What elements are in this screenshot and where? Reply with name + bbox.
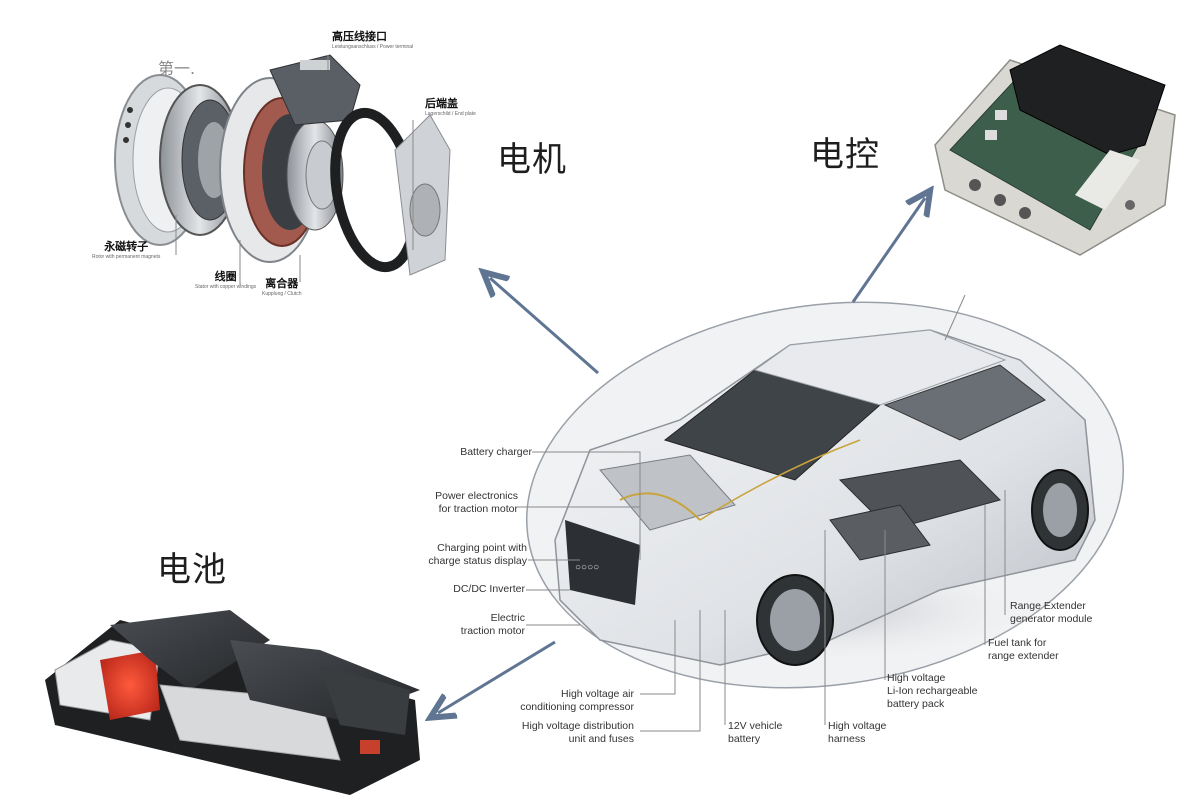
- label-line: High voltage: [828, 720, 887, 732]
- motor-part-rotor: 永磁转子 Rotor with permanent magnets: [92, 238, 160, 260]
- motor-part-cn: 高压线接口: [332, 30, 387, 43]
- label-line: Range Extender: [1010, 600, 1086, 612]
- car-label-traction-motor: Electric traction motor: [461, 612, 525, 638]
- label-line: High voltage distribution: [521, 720, 634, 732]
- label-line: harness: [828, 733, 866, 745]
- motor-part-en: Stator with copper windings: [195, 284, 257, 290]
- label-line: battery: [728, 733, 761, 745]
- motor-part-stator: 线圈 Stator with copper windings: [195, 268, 256, 290]
- car-label-ac-compressor: High voltage air conditioning compressor: [520, 688, 634, 714]
- motor-part-en: Rotor with permanent magnets: [92, 254, 161, 260]
- car-label-range-extender: Range Extender generator module: [1010, 600, 1092, 626]
- label-line: High voltage: [887, 672, 946, 684]
- label-line: Fuel tank for: [988, 637, 1047, 649]
- car-label-battery-charger: Battery charger: [460, 446, 532, 459]
- motor-part-cn: 后端盖: [425, 97, 458, 110]
- motor-part-en: Lagerschild / End plate: [425, 111, 476, 117]
- label-line: Charging point with: [437, 542, 527, 554]
- label-line: charge status display: [428, 555, 527, 567]
- label-line: for traction motor: [438, 503, 518, 515]
- label-line: generator module: [1010, 613, 1093, 625]
- car-label-hv-distribution: High voltage distribution unit and fuses: [522, 720, 634, 746]
- arrow-to-motor: [490, 278, 599, 375]
- motor-part-en: Leistungsanschluss / Power terminal: [332, 44, 414, 50]
- label-line: Electric: [490, 612, 525, 624]
- label-line: Battery charger: [460, 446, 532, 458]
- car-label-li-ion-pack: High voltage Li-Ion rechargeable battery…: [887, 672, 977, 711]
- controller-illustration: [934, 44, 1176, 256]
- component-title-controller: 电控: [810, 135, 880, 175]
- motor-illustration: [114, 54, 451, 285]
- label-line: range extender: [988, 650, 1059, 662]
- car-label-12v-battery: 12V vehicle battery: [728, 720, 782, 746]
- arrow-to-battery: [438, 640, 556, 713]
- motor-part-cn: 线圈: [214, 270, 237, 283]
- car-label-fuel-tank: Fuel tank for range extender: [988, 637, 1059, 663]
- label-line: Power electronics: [435, 490, 518, 502]
- motor-part-en: Kupplung / Clutch: [262, 291, 302, 297]
- component-title-motor: 电机: [497, 140, 567, 180]
- car-illustration: ○○○○: [518, 294, 1125, 732]
- arrow-to-controller: [851, 198, 925, 303]
- car-label-dcdc-inverter: DC/DC Inverter: [453, 583, 525, 596]
- motor-part-cn: 永磁转子: [104, 240, 149, 253]
- motor-part-end-plate: 后端盖 Lagerschild / End plate: [425, 95, 476, 117]
- label-line: Li-Ion rechargeable: [887, 685, 978, 697]
- battery-illustration: [45, 610, 420, 795]
- label-line: High voltage air: [561, 688, 634, 700]
- label-line: 12V vehicle: [728, 720, 783, 732]
- label-line: unit and fuses: [568, 733, 634, 745]
- car-label-power-electronics: Power electronics for traction motor: [435, 490, 518, 516]
- label-line: conditioning compressor: [520, 701, 634, 713]
- svg-text:○○○○: ○○○○: [575, 562, 599, 573]
- car-label-charging-point: Charging point with charge status displa…: [428, 542, 527, 568]
- motor-part-cn: 离合器: [265, 277, 299, 290]
- motor-part-clutch: 离合器 Kupplung / Clutch: [262, 275, 301, 297]
- label-line: battery pack: [887, 698, 945, 710]
- label-line: DC/DC Inverter: [453, 583, 525, 595]
- component-title-battery: 电池: [157, 550, 227, 590]
- motor-watermark: 第一.: [158, 59, 196, 78]
- label-line: traction motor: [460, 625, 525, 637]
- car-label-hv-harness: High voltage harness: [828, 720, 886, 746]
- motor-part-power-terminal: 高压线接口 Leistungsanschluss / Power termina…: [332, 28, 413, 50]
